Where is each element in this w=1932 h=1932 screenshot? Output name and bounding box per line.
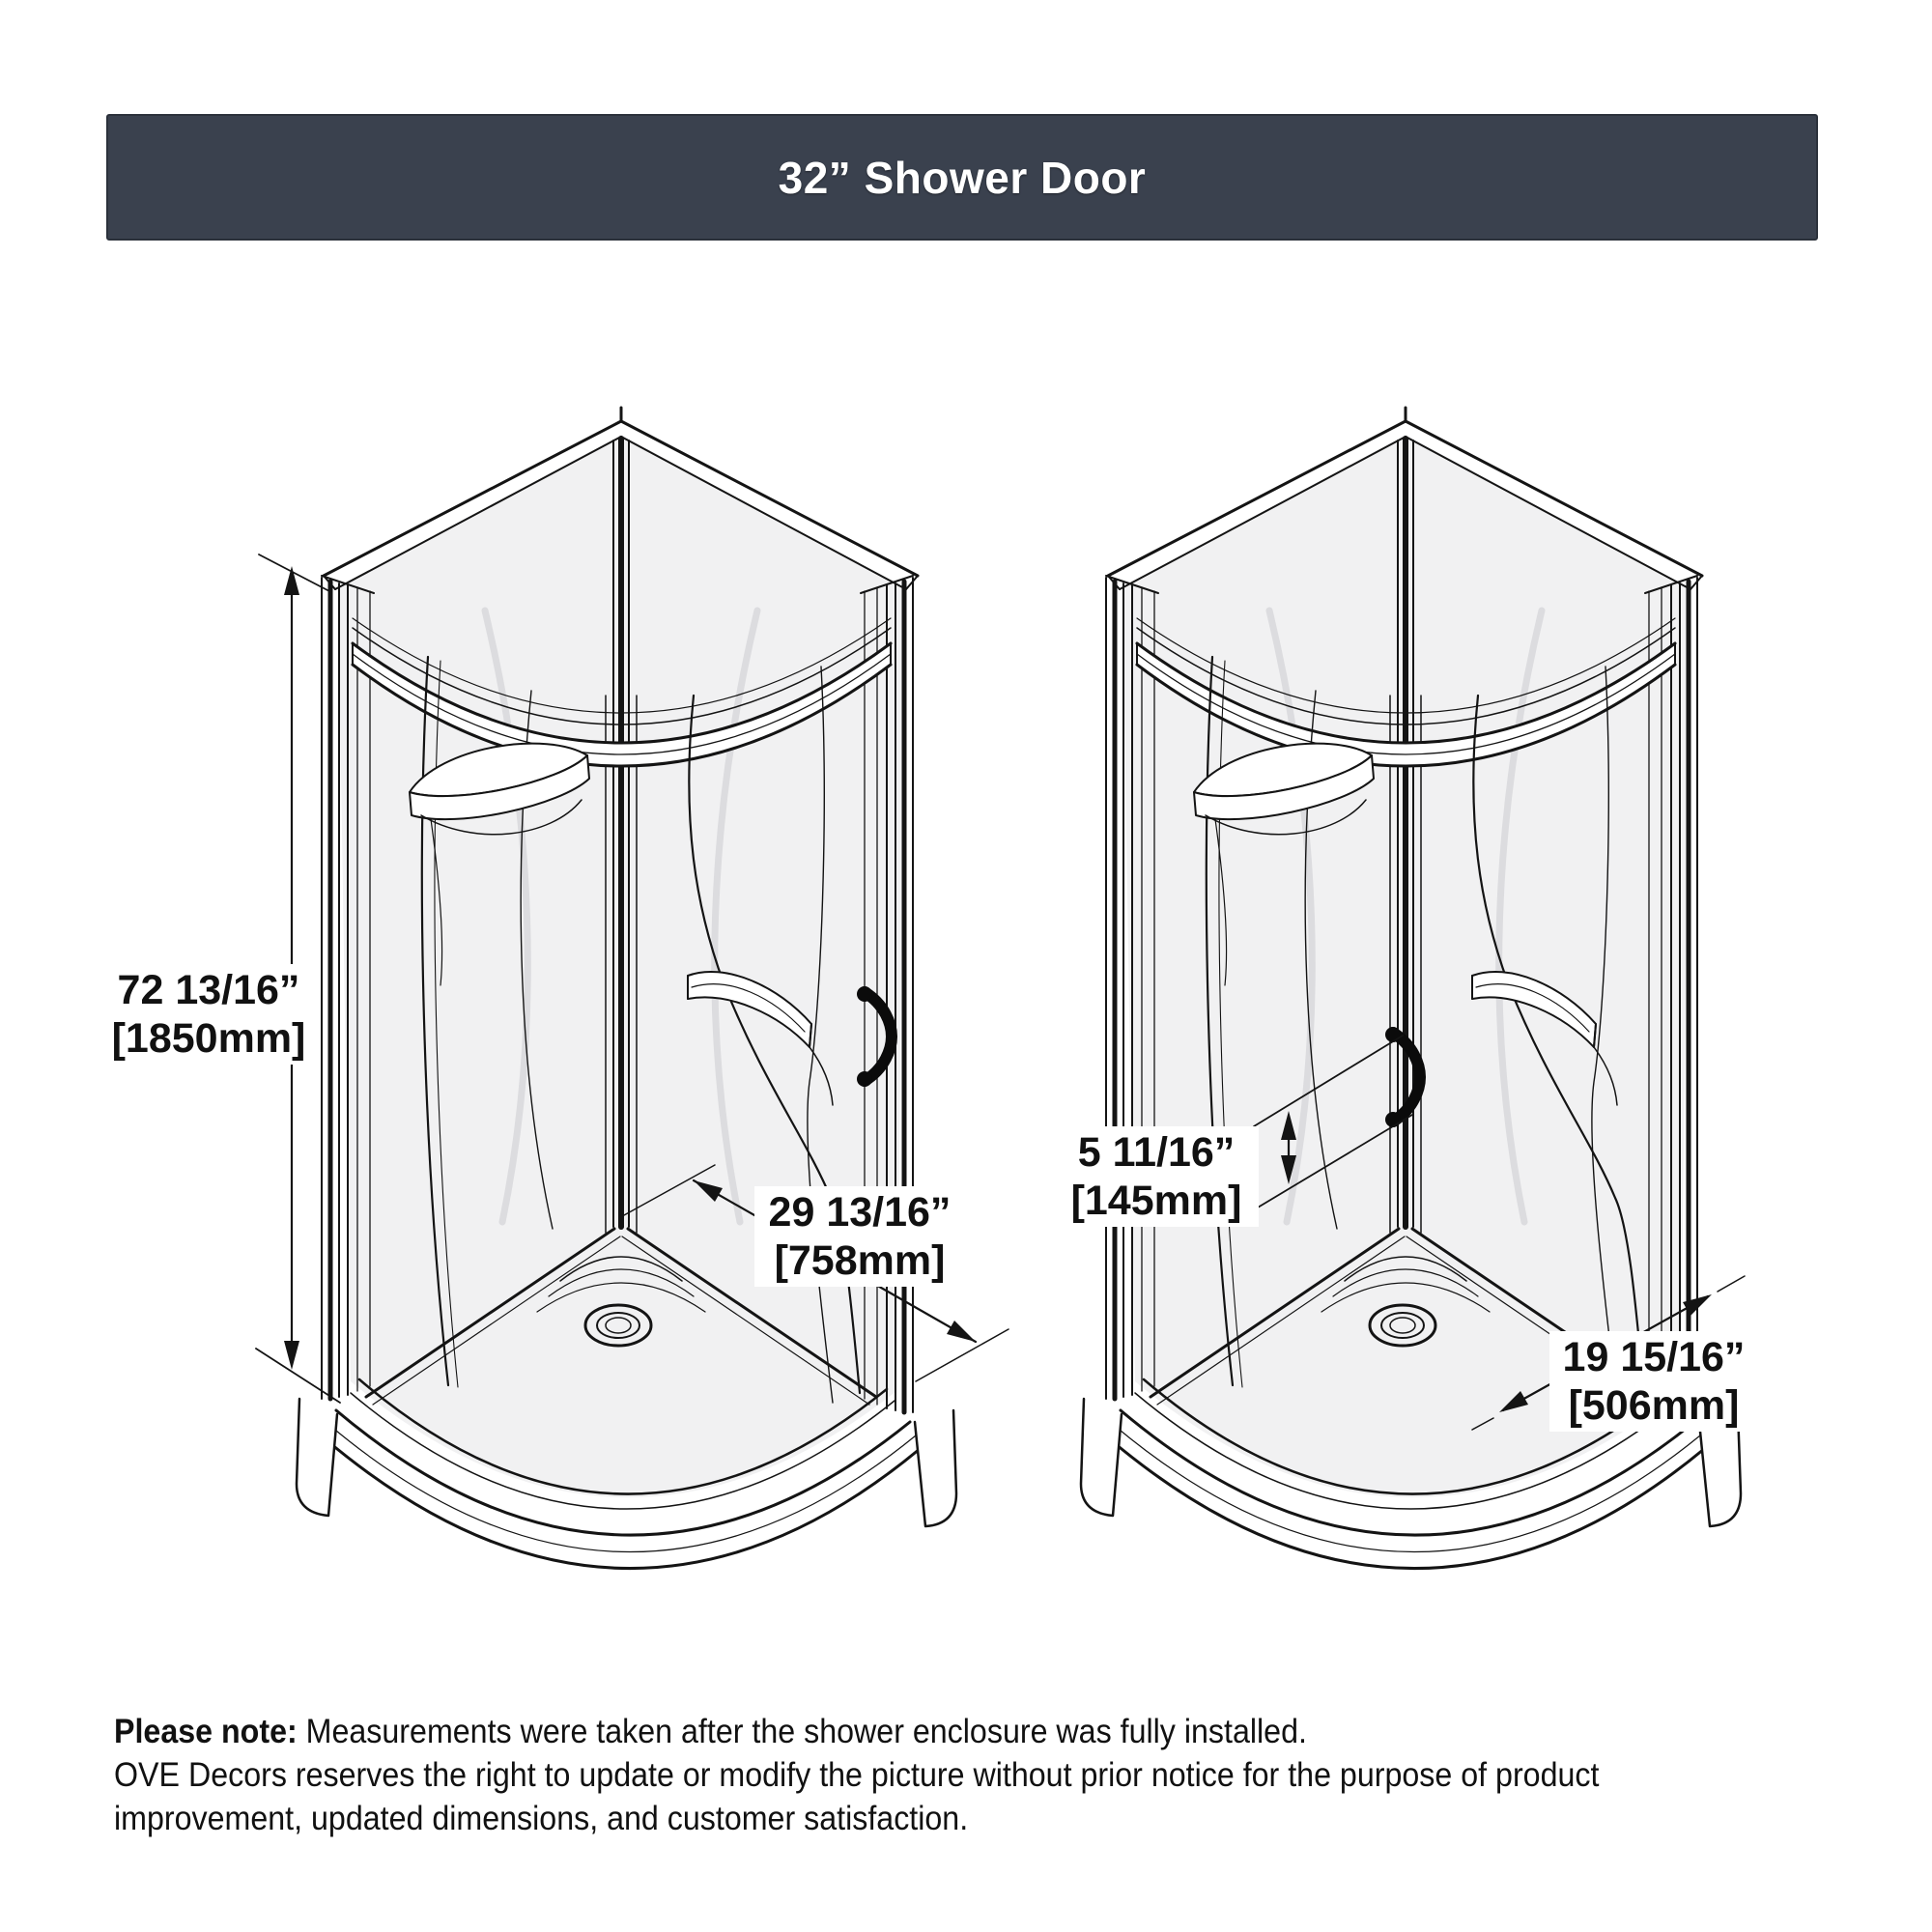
shower-drawing-left — [255, 408, 1009, 1569]
note-line-1: Please note: Measurements were taken aft… — [114, 1710, 1758, 1753]
depth-dimension-label: 19 15/16” [506mm] — [1549, 1331, 1758, 1432]
height-mm: [1850mm] — [111, 1015, 306, 1062]
page-title: 32” Shower Door — [778, 152, 1147, 203]
note-line-1-text: Measurements were taken after the shower… — [305, 1713, 1307, 1750]
note-label: Please note: — [114, 1713, 298, 1750]
door-handle-left-unit — [857, 986, 897, 1087]
height-dimension-label: 72 13/16” [1850mm] — [99, 964, 319, 1065]
note-line-2: OVE Decors reserves the right to update … — [114, 1756, 1600, 1794]
handle-height-mm: [145mm] — [1070, 1178, 1242, 1224]
footer-note: Please note: Measurements were taken aft… — [114, 1710, 1758, 1840]
width-mm: [758mm] — [774, 1237, 946, 1284]
handle-height-dimension-label: 5 11/16” [145mm] — [1054, 1126, 1259, 1227]
width-dimension-label: 29 13/16” [758mm] — [754, 1186, 965, 1287]
depth-mm: [506mm] — [1568, 1382, 1740, 1429]
title-bar: 32” Shower Door — [106, 114, 1818, 241]
height-inches: 72 13/16” — [117, 967, 300, 1013]
handle-height-dimension — [1253, 1035, 1413, 1208]
width-inches: 29 13/16” — [768, 1189, 952, 1236]
depth-inches: 19 15/16” — [1562, 1334, 1746, 1380]
note-line-3: improvement, updated dimensions, and cus… — [114, 1800, 969, 1837]
handle-height-inches: 5 11/16” — [1077, 1129, 1236, 1176]
